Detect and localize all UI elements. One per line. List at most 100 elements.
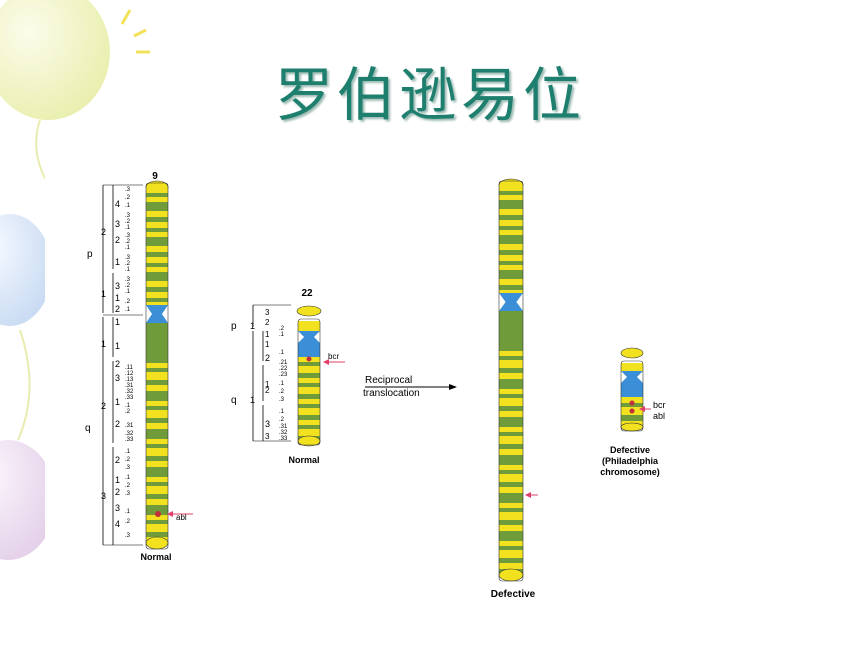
chr9-band	[146, 401, 168, 406]
chr22-bcr-arrowhead	[323, 359, 329, 365]
chr22-band-label: 2	[265, 386, 270, 395]
philadelphia-chromosome: bcr abl Defective (Philadelphia chromoso…	[600, 347, 666, 477]
chr9-band	[146, 228, 168, 232]
chr22-subband-label: .3	[279, 397, 285, 403]
chr9-region-label: 1	[101, 339, 106, 349]
translocation-arrow: Reciprocal translocation	[363, 375, 457, 399]
chr9-q-arm-label: q	[85, 423, 91, 434]
defective-chromosome-9: Defective	[491, 178, 538, 600]
der9-band	[499, 279, 523, 285]
chr22-p-arm-label: p	[231, 321, 237, 332]
chr9-band	[146, 486, 168, 494]
chr9-band	[146, 263, 168, 267]
der9-band	[499, 220, 523, 226]
chr9-band	[146, 505, 168, 515]
chr22-band-label: 2	[265, 318, 270, 327]
chr22-subband-label: .2	[279, 417, 285, 423]
ph-p-band	[621, 363, 643, 371]
karyotype-figure: 9 p q 2 1 1 2 3 4 3 2 1 3 1	[45, 165, 770, 615]
chr9-band-label: 1	[115, 475, 120, 485]
chr9-band-label: 2	[115, 235, 120, 245]
der9-band	[499, 531, 523, 541]
chr9-subband-label: .3	[125, 233, 131, 239]
chr9-subband-label: .12	[125, 371, 134, 377]
chr9-band-label: 2	[115, 304, 120, 314]
chr22-subband-label: .1	[279, 409, 285, 415]
chr22-band	[298, 415, 320, 420]
translocation-label-line1: Reciprocal	[365, 375, 412, 386]
chr9-subband-label: .2	[125, 195, 131, 201]
chr9-band-label: 2	[115, 487, 120, 497]
der9-band	[499, 550, 523, 558]
chr9-band	[146, 372, 168, 380]
chr22-band-label: 1	[265, 330, 270, 339]
ph-outline	[620, 360, 644, 432]
chr9-caption: Normal	[140, 552, 171, 562]
slide-title: 罗伯逊易位	[274, 61, 585, 129]
chr22-band	[298, 408, 320, 415]
chr9-ideogram-labels: p q 2 1 1 2 3 4 3 2 1 3 1 2 1 1 2 3 1 2 …	[85, 184, 143, 546]
chr22-band	[298, 399, 320, 404]
der9-band	[499, 368, 523, 373]
chr9-subband-label: .1	[125, 475, 131, 481]
chr9-band	[146, 363, 168, 368]
chr9-band	[146, 197, 168, 202]
der9-centromere	[499, 293, 523, 311]
chr9-band	[146, 368, 168, 372]
chr9-band	[146, 385, 168, 391]
chr9-band	[146, 456, 168, 461]
chr22-subband-label: .1	[279, 381, 285, 387]
chr22-q-arm-label: q	[231, 395, 237, 406]
chr9-p-arm-label: p	[87, 249, 93, 260]
chr9-subband-label: .11	[125, 365, 134, 371]
ph-caption-line1: Defective	[610, 445, 650, 455]
chr9-subband-label: .3	[125, 491, 131, 497]
chr9-subband-label: .1	[125, 245, 131, 251]
chr22-subband-label: .32	[279, 430, 288, 436]
chr9-band	[146, 477, 168, 482]
chr9-band-label: 1	[115, 341, 120, 351]
der9-band	[499, 265, 523, 270]
ph-band	[621, 415, 643, 421]
chr22-subband-label: .33	[279, 436, 288, 442]
chr9-subband-label: .3	[125, 277, 131, 283]
chr9-band	[146, 298, 168, 302]
chr9-subband-label: .1	[125, 449, 131, 455]
chr9-subband-label: .2	[125, 239, 131, 245]
der9-band	[499, 398, 523, 406]
der9-band	[499, 541, 523, 546]
ph-abl-dot	[629, 408, 635, 414]
chr9-subband-label: .3	[125, 213, 131, 219]
chr9-band	[146, 187, 168, 193]
chr22-band	[298, 387, 320, 394]
chr22-band	[298, 429, 320, 436]
der9-band	[499, 512, 523, 520]
der9-band	[499, 470, 523, 474]
chr22-band	[298, 404, 320, 408]
der9-band	[499, 356, 523, 360]
chr22-body	[296, 305, 322, 447]
chr22-band	[298, 378, 320, 383]
chr9-band	[146, 418, 168, 423]
chr9-subband-label: .1	[125, 403, 131, 409]
chr9-subband-label: .1	[125, 289, 131, 295]
chr9-band-label: 3	[115, 281, 120, 291]
chr9-subband-label: .3	[125, 533, 131, 539]
chr9-subband-label: .3	[125, 465, 131, 471]
chr9-abl-arrowhead	[167, 511, 173, 517]
chr9-band-label: 1	[115, 257, 120, 267]
chr9-subband-label: .2	[125, 219, 131, 225]
chr9-band	[146, 467, 168, 477]
ph-q11-band	[621, 383, 643, 397]
chr9-band	[146, 461, 168, 467]
chr9-band	[146, 423, 168, 429]
chr22-band	[298, 362, 320, 366]
chr9-band-label: 2	[115, 419, 120, 429]
chr22-q-telomere	[297, 435, 321, 447]
chr9-subband-label: .2	[125, 519, 131, 525]
chr9-subband-label: .1	[125, 509, 131, 515]
der9-band	[499, 250, 523, 255]
chr22-satellite	[296, 305, 322, 317]
chr9-band	[146, 272, 168, 281]
chr9-band	[146, 380, 168, 385]
